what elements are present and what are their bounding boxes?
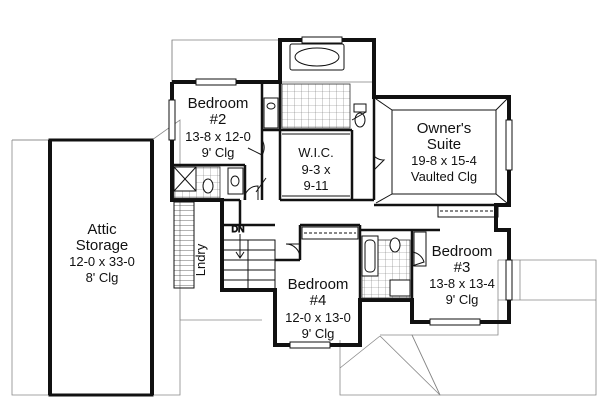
attic-name-line1: Attic [87, 221, 117, 238]
bedroom-4: Bedroom #4 12-0 x 13-0 9' Clg [285, 276, 351, 341]
toilet-top [353, 103, 367, 113]
wic: W.I.C. 9-3 x 9-11 [298, 145, 333, 193]
attic-name-line2: Storage [76, 237, 129, 254]
windows [168, 36, 513, 349]
bedroom2-name-line1: Bedroom [188, 95, 249, 112]
bedroom3-dims: 13-8 x 13-4 [429, 276, 495, 291]
bedroom2-name-line2: #2 [210, 111, 227, 128]
bedroom2-clg: 9' Clg [202, 145, 235, 160]
bedroom3-clg: 9' Clg [446, 292, 479, 307]
bedroom4-name-line1: Bedroom [288, 276, 349, 293]
closet-br3 [413, 231, 427, 267]
wic-dim1: 9-3 x [302, 162, 331, 177]
suite-dims: 19-8 x 15-4 [411, 153, 477, 168]
wic-name: W.I.C. [298, 145, 333, 160]
attic-dims: 12-0 x 33-0 [69, 254, 135, 269]
laundry-area: Lndry [173, 201, 208, 289]
attic-storage: Attic Storage 12-0 x 33-0 8' Clg [48, 138, 154, 397]
fixtures [173, 43, 411, 297]
bedroom4-dims: 12-0 x 13-0 [285, 310, 351, 325]
stair-down-label: DN [232, 224, 245, 234]
laundry-label: Lndry [193, 243, 208, 276]
bedroom3-name-line2: #3 [454, 259, 471, 276]
closet-br4 [301, 226, 359, 240]
bedroom3-name-line1: Bedroom [432, 243, 493, 260]
suite-name-line2: Suite [427, 136, 461, 153]
bedroom4-name-line2: #4 [310, 292, 327, 309]
owners-suite: Owner's Suite 19-8 x 15-4 Vaulted Clg [411, 120, 477, 184]
bath-tile-top [281, 83, 351, 129]
wic-dim2: 9-11 [303, 178, 328, 193]
attic-clg: 8' Clg [86, 270, 119, 285]
interior-walls [172, 82, 509, 322]
vanity-lower [389, 279, 411, 297]
stairs: DN [221, 224, 276, 291]
suite-name-line1: Owner's [417, 120, 472, 137]
bedroom4-clg: 9' Clg [302, 326, 335, 341]
suite-clg: Vaulted Clg [411, 169, 477, 184]
vault-lines [375, 98, 508, 204]
bedroom-2: Bedroom #2 13-8 x 12-0 9' Clg [185, 95, 251, 160]
closets [282, 133, 499, 267]
closet-suite [437, 204, 499, 218]
bedroom-3: Bedroom #3 13-8 x 13-4 9' Clg [429, 243, 495, 307]
doors [243, 111, 425, 267]
bedroom2-dims: 13-8 x 12-0 [185, 129, 251, 144]
